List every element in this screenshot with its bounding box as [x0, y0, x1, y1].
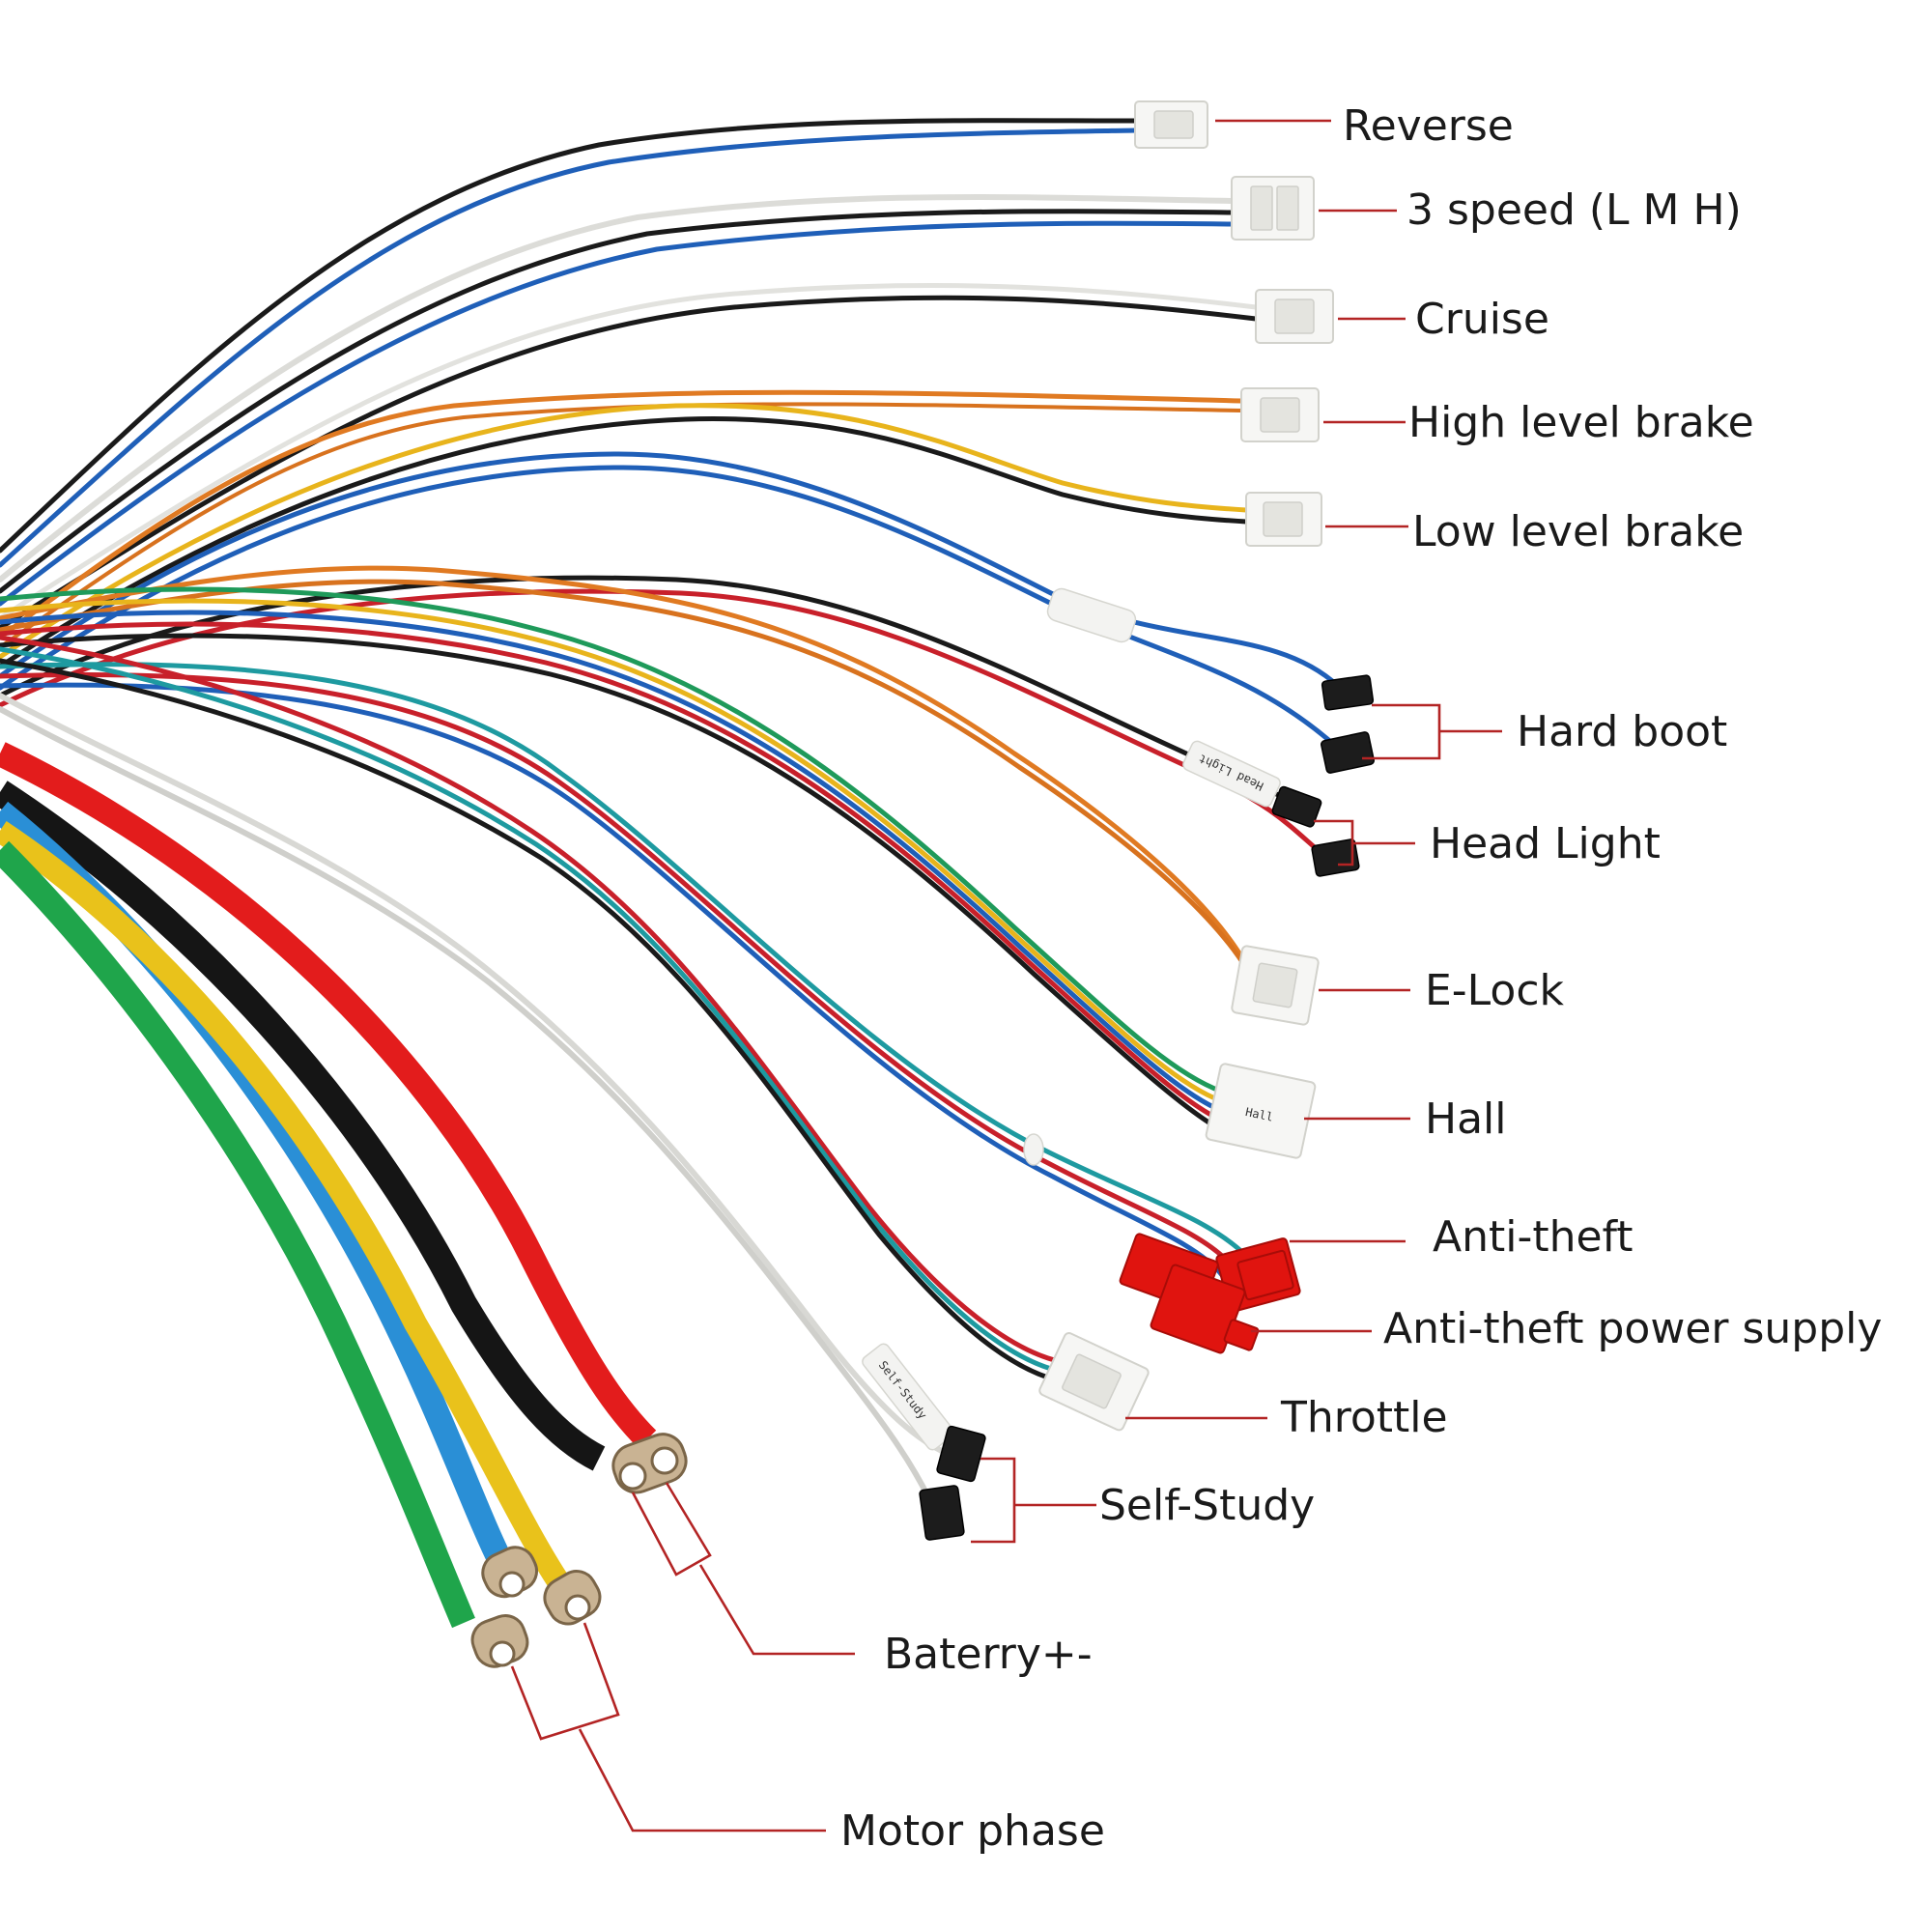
wire-reverse-blue	[0, 128, 1138, 568]
wire-battery-red	[0, 742, 657, 1449]
wire-phase-green	[0, 840, 475, 1629]
leader-battery	[631, 1482, 712, 1577]
connector-e-lock	[1231, 945, 1320, 1026]
wire-speed-blue	[0, 220, 1235, 607]
wire-throttle-green	[0, 646, 1065, 1375]
label-motor-phase: Motor phase	[840, 1806, 1105, 1856]
connector-hard-boot	[1321, 674, 1375, 774]
wire-elock-orange2	[0, 579, 1249, 971]
wire-cruise-white	[0, 282, 1259, 621]
label-self-study: Self-Study	[1099, 1481, 1315, 1530]
wire-lowbrake-yellow	[0, 403, 1249, 660]
connector-head-light	[1271, 785, 1360, 877]
label-head-light: Head Light	[1430, 819, 1661, 868]
label-reverse: Reverse	[1343, 101, 1514, 151]
label-battery: Baterry+-	[884, 1630, 1093, 1679]
label-throttle: Throttle	[1280, 1393, 1448, 1442]
wire-selfstudy-white2	[0, 706, 945, 1529]
thick-wires	[0, 742, 657, 1629]
wire-antitheft-teal	[0, 662, 1249, 1259]
wire-throttle-red	[0, 635, 1065, 1365]
wire-lowbrake-black	[0, 416, 1249, 669]
motor-phase-lugs	[470, 1546, 602, 1668]
connector-hall: Hall	[1205, 1063, 1317, 1159]
connector-anti-theft-power	[1119, 1233, 1260, 1354]
label-anti-theft: Anti-theft	[1433, 1212, 1634, 1262]
wire-hall-blue	[0, 610, 1225, 1114]
leader-motor-phase-tail	[578, 1728, 826, 1833]
wire-hall-black	[0, 633, 1225, 1133]
wire-antitheft-red	[0, 671, 1235, 1268]
label-e-lock: E-Lock	[1425, 966, 1565, 1015]
connectors: Head Light Hall	[470, 100, 1375, 1668]
wire-hall-red	[0, 621, 1225, 1123]
wire-reverse-black	[0, 118, 1138, 554]
wire-hardboot-blue1	[0, 451, 1341, 689]
wire-phase-yellow	[0, 821, 570, 1591]
label-low-brake: Low level brake	[1412, 507, 1744, 556]
connector-cruise	[1255, 289, 1334, 344]
wire-elock-orange1	[0, 565, 1244, 959]
label-3-speed: 3 speed (L M H)	[1406, 185, 1742, 235]
wire-highbrake-orange2	[0, 402, 1243, 649]
blue-wire-sleeve	[1046, 587, 1137, 643]
label-hard-boot: Hard boot	[1517, 707, 1727, 756]
wire-cruise-black	[0, 295, 1259, 631]
wire-throttle-black	[0, 658, 1065, 1384]
wire-selfstudy-white1	[0, 693, 964, 1462]
headlight-tag: Head Light	[1182, 740, 1281, 808]
connector-low-brake	[1245, 492, 1322, 547]
battery-lugs	[611, 1433, 688, 1494]
wire-hardboot-blue2	[0, 465, 1336, 747]
hall-tag-text: Hall	[1244, 1105, 1274, 1124]
thin-wires	[0, 118, 1341, 1529]
leader-lines	[510, 119, 1502, 1833]
wire-speed-white	[0, 193, 1235, 582]
connector-high-brake	[1240, 387, 1320, 442]
label-high-brake: High level brake	[1408, 398, 1754, 447]
connector-reverse	[1134, 100, 1208, 149]
connector-self-study	[919, 1425, 986, 1541]
label-cruise: Cruise	[1415, 295, 1549, 344]
leader-self-study	[971, 1457, 1016, 1544]
wire-highbrake-orange	[0, 389, 1244, 640]
wire-speed-black	[0, 209, 1235, 594]
labels: Reverse 3 speed (L M H) Cruise High leve…	[840, 101, 1882, 1856]
wire-hall-green	[0, 586, 1225, 1094]
wire-hall-yellow	[0, 598, 1225, 1104]
connector-throttle	[1038, 1332, 1150, 1432]
label-anti-theft-power: Anti-theft power supply	[1383, 1304, 1882, 1353]
leader-battery-tail	[698, 1564, 855, 1656]
wire-antitheft-blue	[0, 682, 1225, 1278]
connector-3-speed	[1231, 176, 1315, 241]
hall-bundle-band	[1023, 1133, 1044, 1166]
label-hall: Hall	[1425, 1094, 1507, 1144]
leader-hard-boot	[1362, 703, 1441, 760]
wire-battery-black	[0, 781, 606, 1471]
leader-motor-phase	[510, 1622, 620, 1741]
